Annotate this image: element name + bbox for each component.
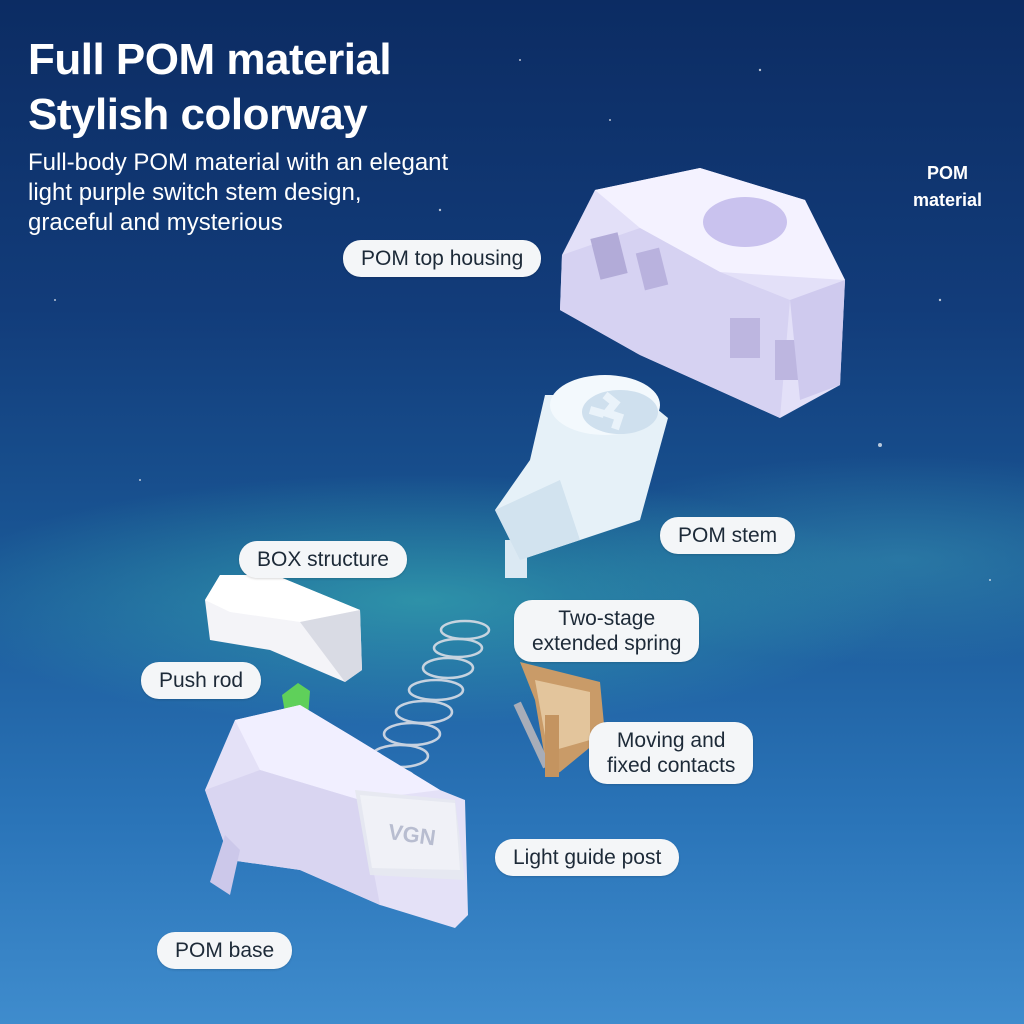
top-housing-part — [560, 168, 845, 418]
label-contacts: Moving and fixed contacts — [589, 722, 754, 784]
description-line-2: light purple switch stem design, — [28, 179, 362, 206]
pom-note-line-1: POM — [926, 163, 968, 183]
pom-note-line-2: material — [912, 190, 982, 210]
label-spring-line-2: extended spring — [532, 632, 682, 655]
label-box-structure: BOX structure — [239, 541, 407, 578]
label-push-rod: Push rod — [141, 662, 262, 699]
label-base: POM base — [157, 932, 293, 969]
description: Full-body POM material with an elegant l… — [28, 148, 498, 238]
headline-line-2: Stylish colorway — [28, 90, 368, 139]
label-top-housing: POM top housing — [343, 240, 542, 277]
label-contacts-line-1: Moving and — [616, 729, 726, 752]
label-contacts-line-2: fixed contacts — [607, 754, 736, 777]
box-structure-part — [205, 575, 362, 682]
contacts-part — [513, 662, 605, 777]
description-line-1: Full-body POM material with an elegant — [28, 149, 449, 176]
stem-part — [495, 375, 668, 578]
label-light-guide: Light guide post — [495, 839, 680, 876]
pom-material-note: POM material — [913, 160, 982, 214]
label-stem: POM stem — [660, 517, 796, 554]
base-part — [205, 705, 468, 928]
headline-line-1: Full POM material — [28, 35, 392, 84]
headline: Full POM material Stylish colorway — [28, 32, 392, 142]
description-line-3: graceful and mysterious — [28, 209, 283, 236]
label-spring: Two-stage extended spring — [514, 600, 700, 662]
label-spring-line-1: Two-stage — [558, 607, 656, 630]
